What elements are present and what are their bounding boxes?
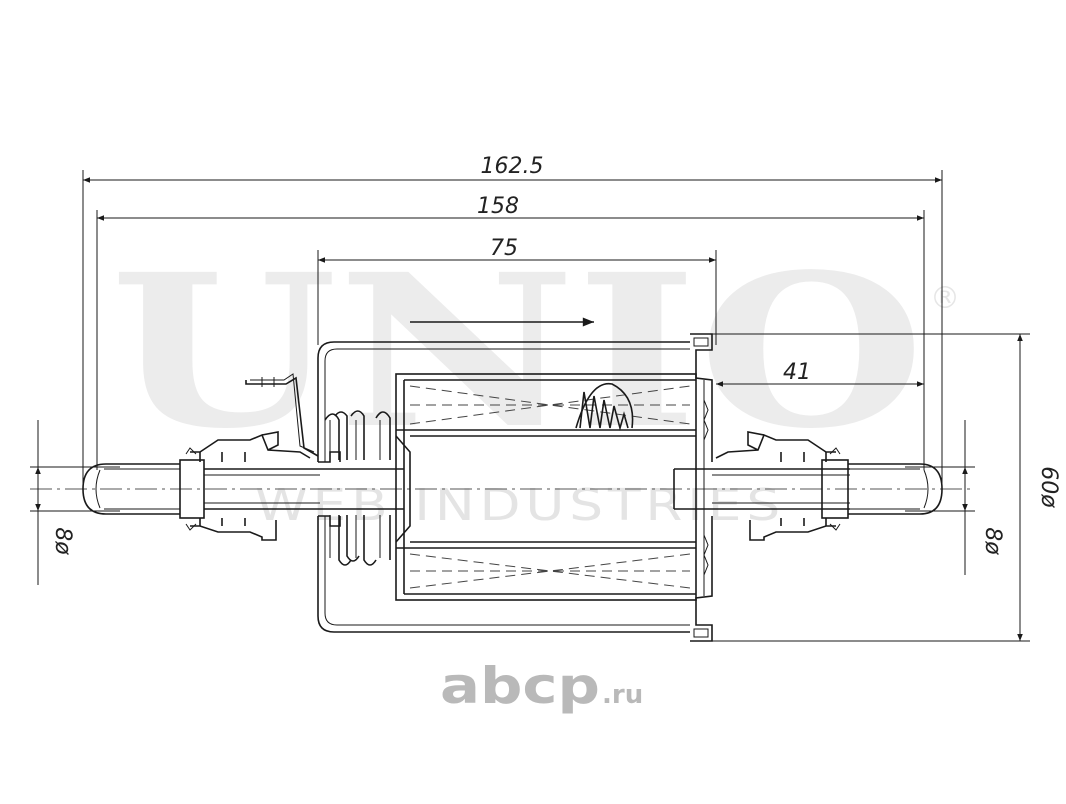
dimension-outlet-length: 41 xyxy=(716,360,924,387)
dimension-label-75: 75 xyxy=(490,236,518,261)
outlet-pipe xyxy=(673,431,943,541)
dimension-body-diameter: 60ø xyxy=(700,333,1061,642)
watermark-brand: UNIO xyxy=(110,228,925,475)
dimension-label-8-dia-left: 8ø xyxy=(50,527,75,555)
dimension-outlet-diameter: 8ø xyxy=(905,420,1005,575)
dimension-label-162-5: 162.5 xyxy=(481,154,544,179)
dimension-overall-length: 162.5 xyxy=(82,154,943,490)
dimension-label-41: 41 xyxy=(783,360,811,385)
filter-housing xyxy=(317,333,713,642)
dimension-inner-length: 158 xyxy=(96,194,925,470)
dimension-label-158: 158 xyxy=(477,194,519,219)
abcp-logo: abcp .ru xyxy=(440,657,643,715)
dimension-body-length: 75 xyxy=(317,236,717,345)
dimension-inlet-diameter: 8ø xyxy=(30,420,120,585)
abcp-logo-suffix: .ru xyxy=(602,680,643,710)
dimension-label-60-dia: 60ø xyxy=(1036,466,1061,508)
dimension-label-8-dia-right: 8ø xyxy=(980,527,1005,555)
filter-element xyxy=(395,373,697,601)
watermark-tagline: WEB INDUSTRIES xyxy=(255,480,785,531)
abcp-logo-name: abcp xyxy=(440,657,600,715)
spring xyxy=(324,410,391,566)
inlet-pipe xyxy=(82,431,320,541)
mounting-bracket xyxy=(245,373,319,457)
watermark-registered-mark: ® xyxy=(930,281,960,316)
unio-watermark: UNIO ® WEB INDUSTRIES xyxy=(110,228,960,531)
